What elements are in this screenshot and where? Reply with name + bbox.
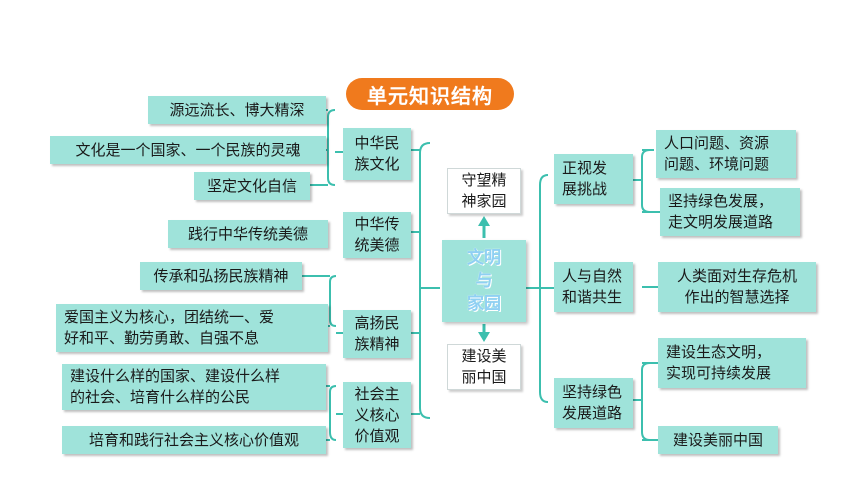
right-leaf-2-1: 人类面对生存危机 作出的智慧选择 [658,262,816,312]
right-branch-label-1: 正视发 展挑战 [554,154,633,204]
right-leaf-1-2: 坚持绿色发展， 走文明发展道路 [660,188,800,236]
main-left-ticks [410,149,440,415]
branch1-bracket [310,109,343,186]
center-node: 文明 与 家园 [442,240,526,322]
leaf-3-1: 传承和弘扬民族精神 [140,262,302,290]
bottom-node: 建设美 丽中国 [447,344,521,390]
branch-label-2: 中华传 统美德 [343,212,411,258]
branch-label-3: 高扬民 族精神 [343,310,411,358]
leaf-4-2: 培育和践行社会主义核心价值观 [62,426,326,454]
right-leaf-3-1: 建设生态文明， 实现可持续发展 [658,338,806,388]
right-branch-label-2: 人与自然 和谐共生 [554,262,633,312]
leaf-1-3: 坚定文化自信 [194,172,310,200]
right-leaf-3-2: 建设美丽中国 [658,426,778,454]
branch-label-4: 社会主 义核心 价值观 [343,382,411,448]
page-title: 单元知识结构 [346,78,514,110]
right-leaf-1-1: 人口问题、资源 问题、环境问题 [656,130,796,178]
leaf-1-2: 文化是一个国家、一个民族的灵魂 [50,136,326,164]
arrow-down-icon [478,332,490,342]
branch-label-1: 中华民 族文化 [343,128,411,180]
branch4-bracket [326,385,343,441]
right-branch-label-3: 坚持绿色 发展道路 [554,378,633,428]
main-right-bracket [526,174,554,403]
leaf-1-1: 源远流长、博大精深 [148,96,326,124]
leaf-4-1: 建设什么样的国家、建设什么样 的社会、培育什么样的公民 [62,364,326,410]
rbranch1-bracket [633,149,660,213]
top-node: 守望精 神家园 [447,168,521,214]
leaf-2-1: 践行中华传统美德 [168,220,328,248]
arrow-up-icon [478,216,490,226]
branch3-bracket [302,275,343,334]
main-left-bracket [412,142,440,419]
leaf-3-2: 爱国主义为核心，团结统一、爱 好和平、勤劳勇敢、自强不息 [56,304,328,352]
rbranch3-bracket [633,362,658,441]
